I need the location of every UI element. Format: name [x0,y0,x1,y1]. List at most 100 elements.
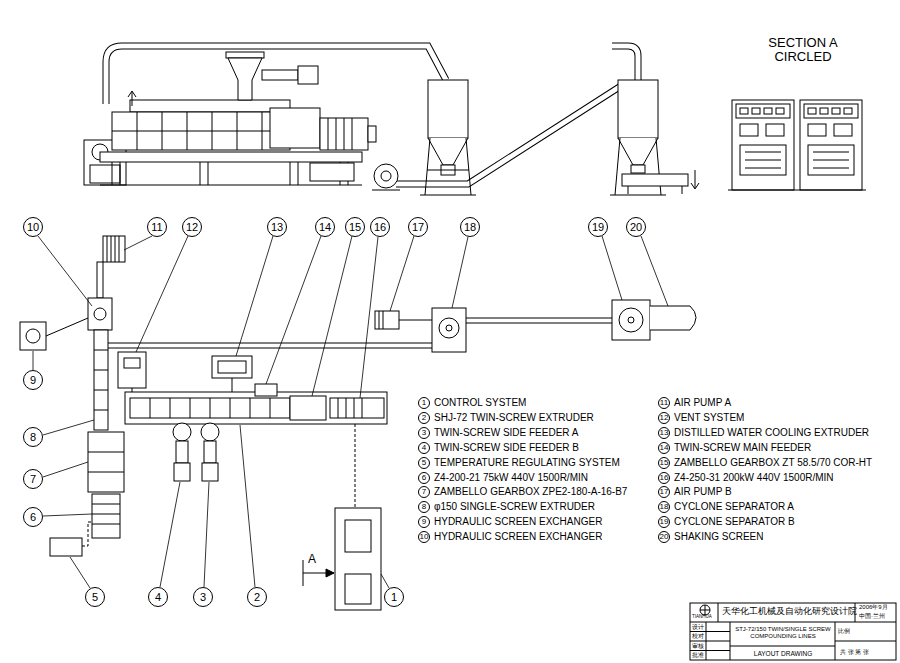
plan-view-part [103,236,125,262]
callout-number: 18 [460,217,480,237]
leader-lines-part [452,237,468,308]
elevation-view-part [100,152,362,162]
part-name: AIR PUMP B [674,486,732,497]
plan-view-part [466,318,612,323]
plan-view-part [379,311,432,329]
elevation-view-part [228,58,262,100]
elevation-view-part [368,126,376,142]
plan-view-part [124,358,140,368]
callout-number: 19 [588,217,608,237]
leader-lines-part [124,236,152,250]
scale-label: 比例 [838,628,850,635]
part-name: HYDRAULIC SCREEN EXCHANGER [434,531,602,542]
elevation-view-part [328,118,352,150]
control-cabinets-part [808,108,816,114]
elevation-view-part [612,46,638,80]
callout-number: 2 [247,587,267,607]
part-name: φ150 SINGLE-SCREW EXTRUDER [434,501,595,512]
control-cabinets-part [752,108,760,114]
elevation-view-part [112,112,290,150]
plan-view [20,236,696,610]
elevation-view-part [631,165,645,173]
list-number: 15 [658,457,670,469]
control-cabinets-part [800,100,862,190]
leader-lines-part [43,420,94,435]
control-cabinets-part [808,145,854,175]
callout-number: 5 [85,587,105,607]
plan-view-part [92,504,120,524]
elevation-view-part [106,46,446,104]
list-number: 14 [658,442,670,454]
elevation-view-part [381,171,391,181]
elevation-view-part [372,190,400,191]
plan-view-part [50,538,82,556]
elevation-view-part [420,138,476,195]
title-cell: 批准 [692,652,704,659]
leader-lines-part [38,236,92,306]
list-number: 2 [418,412,430,424]
callout-number: 15 [345,217,365,237]
callout-number: 7 [23,469,43,489]
plan-view-part [88,452,124,472]
plan-view-part [432,308,466,352]
title-block-part [690,603,896,660]
part-name: HYDRAULIC SCREEN EXCHANGER [434,516,602,527]
list-number: 11 [658,397,670,409]
plan-view-part [345,574,371,604]
part-name: TWIN-SCREW MAIN FEEDER [674,442,811,453]
date-text: 2006年9月 [859,604,888,611]
elevation-view-part [622,174,688,186]
part-name: ZAMBELLO GEARBOX ZPE2-180-A-16-B7 [434,486,627,497]
title-block-part [690,603,896,660]
callout-number: 13 [267,217,287,237]
plan-view-part [88,298,112,330]
callout-number: 8 [23,427,43,447]
plan-view-part [212,356,252,378]
leader-lines-part [390,236,414,311]
part-name: TWIN-SCREW SIDE FEEDER A [434,427,578,438]
callout-number: 1 [384,587,404,607]
title-cell: 审核 [692,643,704,650]
elevation-view-part [270,108,320,148]
plan-view-part [94,350,108,410]
plan-view-part [92,494,120,538]
control-cabinets-part [732,100,794,190]
control-cabinets-part [736,104,790,118]
plan-view-part [628,317,634,323]
leader-lines-part [160,482,180,587]
list-number: 20 [658,531,670,543]
plan-view-part [201,423,219,441]
callout-number: 16 [370,217,390,237]
callout-number: 6 [23,507,43,527]
callout-number: 10 [23,217,43,237]
title-cell: 校对 [692,633,704,640]
plan-view-part [46,318,88,336]
part-name: TWIN-SCREW SIDE FEEDER B [434,442,579,453]
section-heading: SECTION A CIRCLED [760,36,846,65]
list-number: 12 [658,412,670,424]
leader-lines-part [240,425,255,587]
control-cabinets [728,100,866,190]
control-cabinets-part [764,108,772,114]
part-name: ZAMBELLO GEARBOX ZT 58.5/70 COR-HT [674,457,872,468]
plan-view-part [202,463,218,481]
control-cabinets-part [834,124,852,136]
list-number: 10 [418,531,430,543]
part-name: SHAKING SCREEN [674,531,763,542]
elevation-view-part [262,70,298,80]
control-cabinets-part [808,124,826,136]
elevation-view-part [130,100,290,112]
callout-number: 4 [148,587,168,607]
part-name: DISTILLED WATER COOLING EXTRUDER [674,427,869,438]
plan-view-part [355,424,356,508]
plan-view-part [255,384,277,396]
leader-lines-part [236,236,273,356]
elevation-view-part [90,165,120,183]
callout-number: 17 [408,217,428,237]
part-name: TEMPERATURE REGULATING SYSTEM [434,457,620,468]
callout-number: 14 [315,217,335,237]
leader-lines-part [312,236,352,396]
